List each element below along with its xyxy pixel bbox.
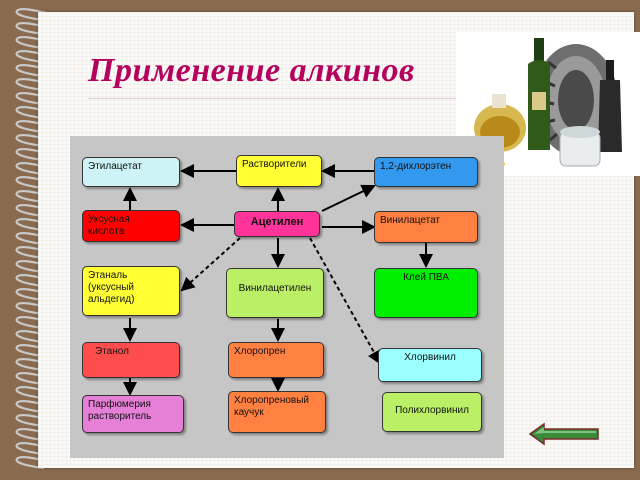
node-klei-pva: Клей ПВА xyxy=(374,268,478,318)
node-hlorvinil: Хлорвинил xyxy=(378,348,482,382)
node-parfumeriya: Парфюмерия растворитель xyxy=(82,395,184,433)
tire-icon xyxy=(534,44,618,156)
title-underline xyxy=(88,98,466,99)
bottle-icon xyxy=(528,38,550,150)
node-vinilacetat: Винилацетат xyxy=(374,211,478,243)
left-arrow-icon xyxy=(528,422,599,446)
node-hloropren: Хлоропрен xyxy=(228,342,324,378)
node-hloroprenovyi-kauchuk: Хлоропреновый каучук xyxy=(228,391,326,433)
node-vinilacetilen: Винилацетилен xyxy=(226,268,324,318)
dark-bottle-icon xyxy=(598,60,622,152)
page-title: Применение алкинов xyxy=(88,52,415,89)
node-etilacetat: Этилацетат xyxy=(82,157,180,187)
back-button[interactable] xyxy=(528,422,600,446)
node-polihlorvinil: Полихлорвинил xyxy=(382,392,482,432)
node-etanal: Этаналь (уксусный альдегид) xyxy=(82,266,180,316)
jar-icon xyxy=(559,126,601,167)
node-etanol: Этанол xyxy=(82,342,180,378)
node-acetilen: Ацетилен xyxy=(234,211,320,237)
node-uksusnaya-kislota: Уксусная кислота xyxy=(82,210,180,242)
node-dihloretan: 1,2-дихлорэтен xyxy=(374,157,478,187)
node-rastvoriteli: Растворители xyxy=(236,155,322,187)
